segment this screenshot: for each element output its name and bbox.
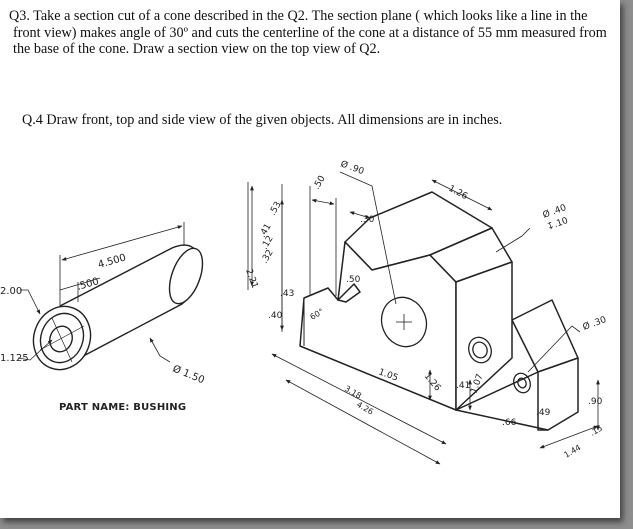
dim-43: .43 [280, 289, 294, 299]
dim-41-side: .41 [456, 381, 470, 391]
part-name-label: PART NAME: BUSHING [59, 402, 187, 413]
dim-53: .53 [268, 200, 284, 217]
dim-50-slot: .50 [346, 275, 361, 285]
dim-4500: 4.500 [97, 252, 128, 270]
dim-144: 1.44 [563, 443, 583, 460]
question-3-text: Q3. Take a section cut of a cone describ… [9, 8, 607, 58]
question-4-text: Q.4 Draw front, top and side view of the… [22, 112, 503, 128]
dim-1125: 1.125 [0, 353, 29, 364]
dim-200: 2.00 [0, 286, 22, 297]
dim-15: .15 [589, 424, 605, 438]
dim-32: .32 [260, 248, 276, 265]
engineering-drawings: 4.500 .500 2.00 1.125 Ø 1.50 [0, 158, 608, 465]
dim-40: .40 [268, 311, 283, 321]
dim-30: .30 [360, 215, 375, 225]
bracket-drawing [299, 191, 579, 431]
dim-126-top: 1.26 [447, 184, 470, 202]
dim-426: 4.26 [355, 400, 375, 417]
dim-221: 2.21 [243, 268, 259, 290]
bushing-drawing [17, 222, 204, 371]
dim-49: .49 [536, 408, 551, 418]
dim-318: 3.18 [343, 384, 363, 401]
dim-50-top: .50 [312, 174, 328, 192]
document-sheet: Q3. Take a section cut of a cone describ… [0, 0, 620, 518]
dim-hole-30: Ø .30 [581, 314, 608, 333]
dim-hole-90: Ø .90 [339, 158, 366, 177]
dim-90-right: .90 [588, 397, 603, 407]
dim-66: .66 [502, 418, 517, 428]
dim-150: Ø 1.50 [171, 363, 206, 387]
